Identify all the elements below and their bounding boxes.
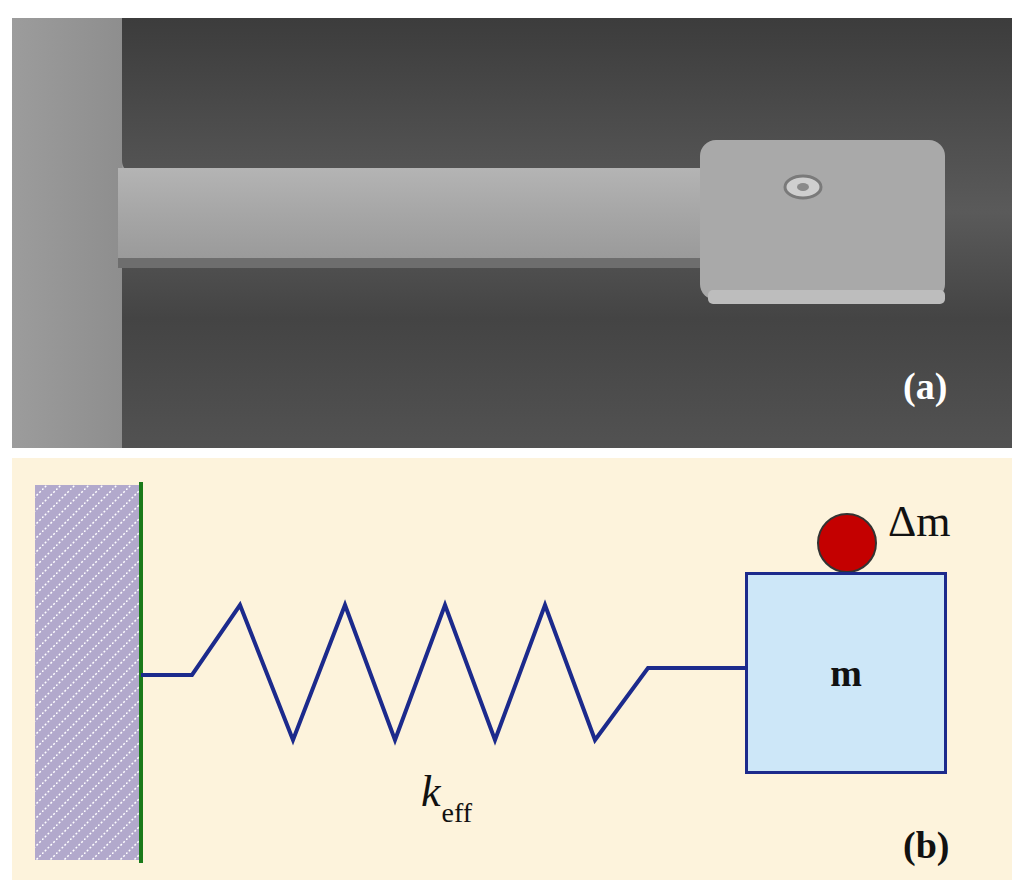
mass-change-label: Δm: [888, 500, 951, 544]
panel-label: (b): [903, 826, 949, 864]
sem-background: [12, 18, 1012, 448]
wall-line: [139, 482, 143, 863]
panel-label: (a): [903, 367, 947, 405]
particle-core: [797, 183, 809, 191]
fixed-wall: [35, 485, 140, 860]
cantilever-pad: [700, 140, 945, 300]
spring-constant-label: k: [421, 770, 441, 814]
deposited-particle: [785, 176, 821, 198]
pad-edge: [708, 290, 945, 304]
subscript-label: eff: [442, 799, 473, 827]
beam-edge: [118, 258, 718, 268]
wall-hatching: [35, 485, 140, 860]
mass-label: m: [830, 654, 862, 692]
spring-symbol: [141, 605, 747, 740]
cantilever-beam: [118, 168, 718, 260]
mass-box: m: [745, 572, 947, 774]
added-mass: [818, 514, 876, 572]
model-background: [12, 458, 1012, 880]
anchor-post: [12, 18, 122, 448]
